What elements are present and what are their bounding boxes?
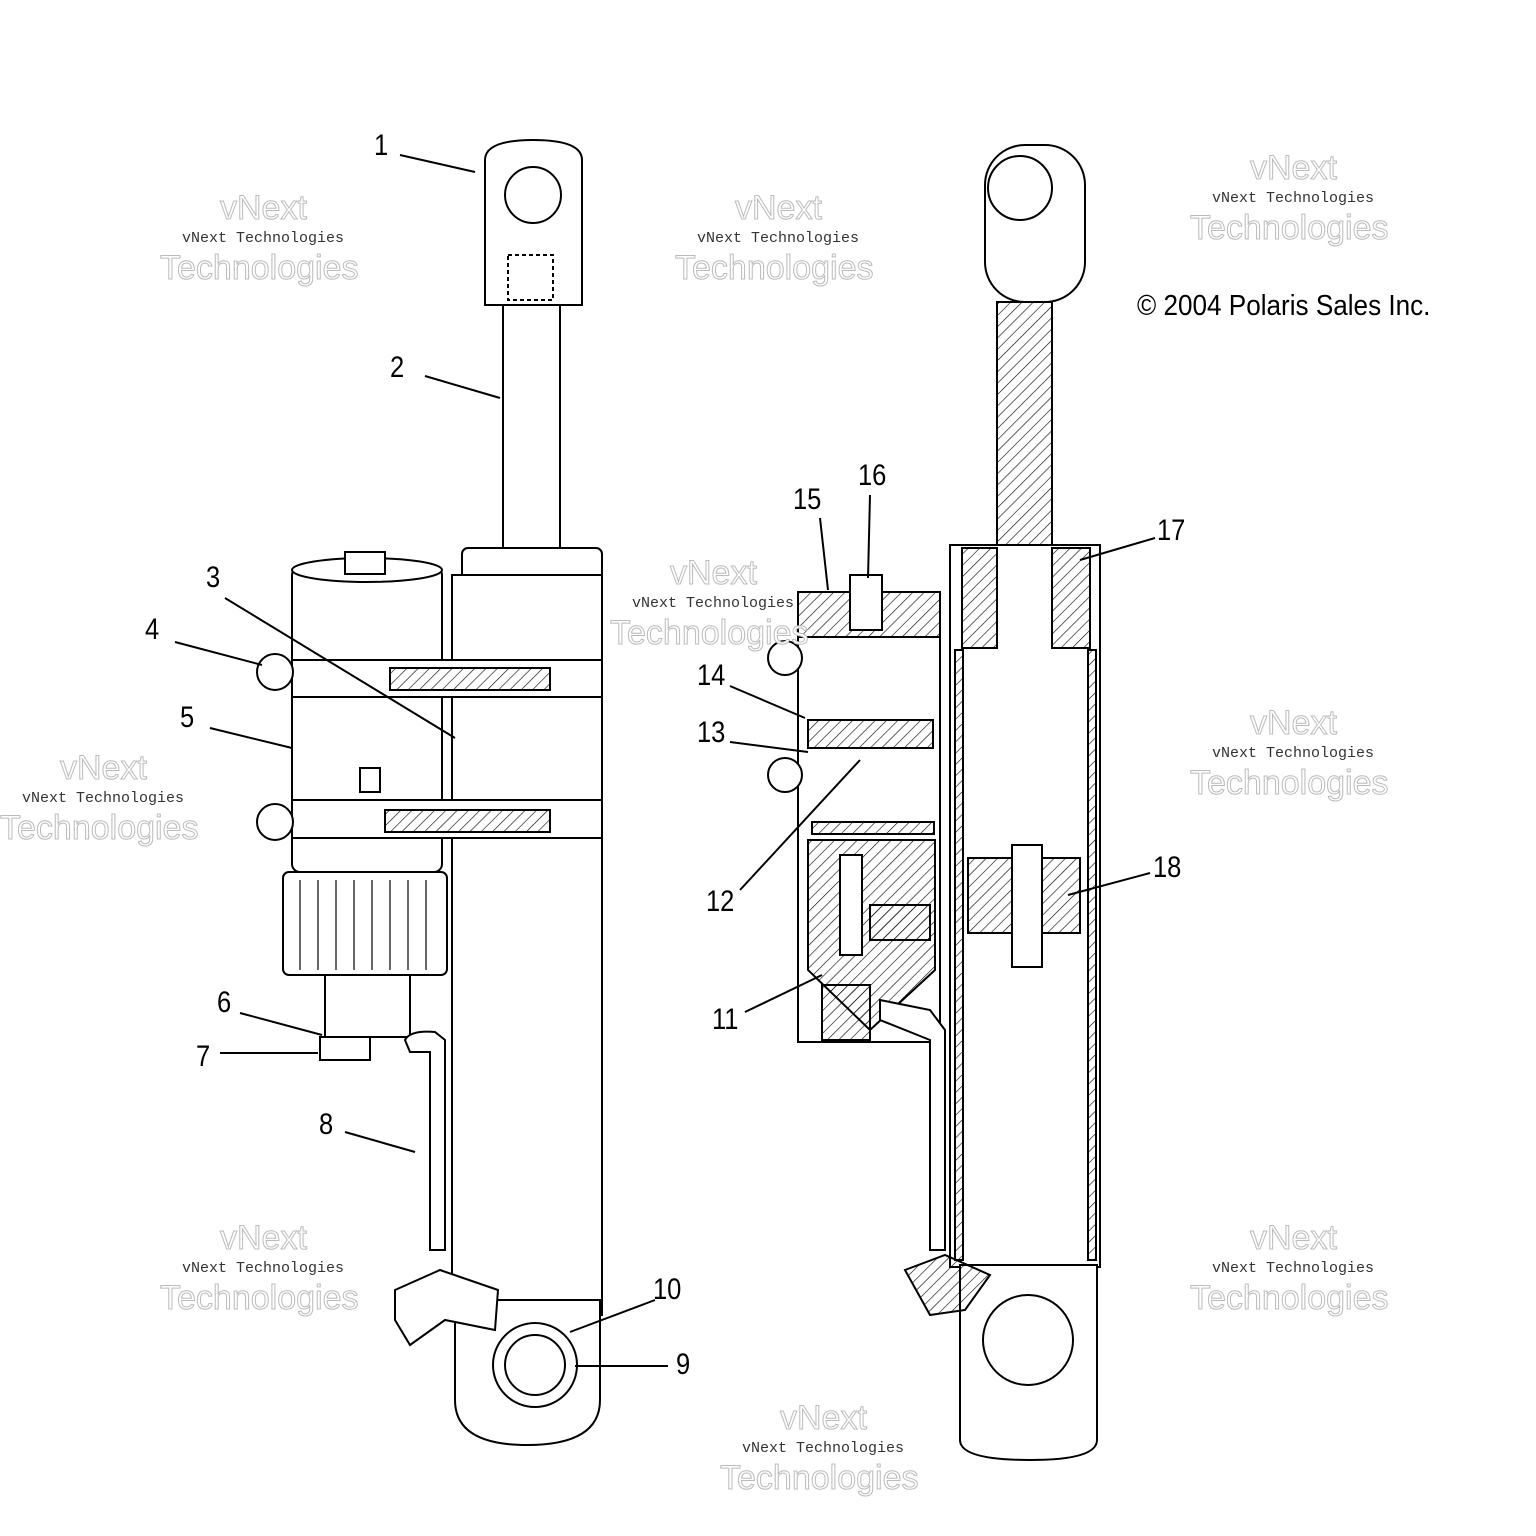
- callout-11: 11: [712, 1003, 739, 1036]
- callout-14: 14: [697, 659, 726, 692]
- hose-fitting: [394, 1268, 500, 1347]
- callout-6: 6: [217, 986, 232, 1019]
- callout-1: 1: [374, 129, 389, 162]
- hose: [403, 1030, 446, 1251]
- callout-3: 3: [206, 561, 221, 594]
- leader-lines: [174, 154, 1156, 1367]
- callout-15: 15: [793, 483, 822, 516]
- adjuster-knob: [282, 871, 448, 976]
- left-shock-assembly: [256, 138, 603, 1447]
- hose-fitting-section: [903, 1253, 992, 1317]
- main-body: [451, 574, 603, 1316]
- callout-5: 5: [180, 701, 195, 734]
- callout-13: 13: [697, 716, 726, 749]
- callout-18: 18: [1153, 851, 1182, 884]
- callout-2: 2: [390, 351, 405, 384]
- callout-10: 10: [653, 1273, 682, 1306]
- callout-12: 12: [706, 885, 735, 918]
- callout-4: 4: [145, 613, 160, 646]
- shaft: [502, 304, 561, 551]
- callout-7: 7: [196, 1040, 211, 1073]
- callout-17: 17: [1157, 514, 1186, 547]
- bolt: [319, 1036, 371, 1061]
- callout-9: 9: [676, 1348, 691, 1381]
- callout-8: 8: [319, 1108, 334, 1141]
- callout-16: 16: [858, 459, 887, 492]
- right-shock-section: [767, 144, 1101, 1462]
- copyright-notice: © 2004 Polaris Sales Inc.: [1137, 290, 1431, 322]
- hose-section: [879, 998, 946, 1251]
